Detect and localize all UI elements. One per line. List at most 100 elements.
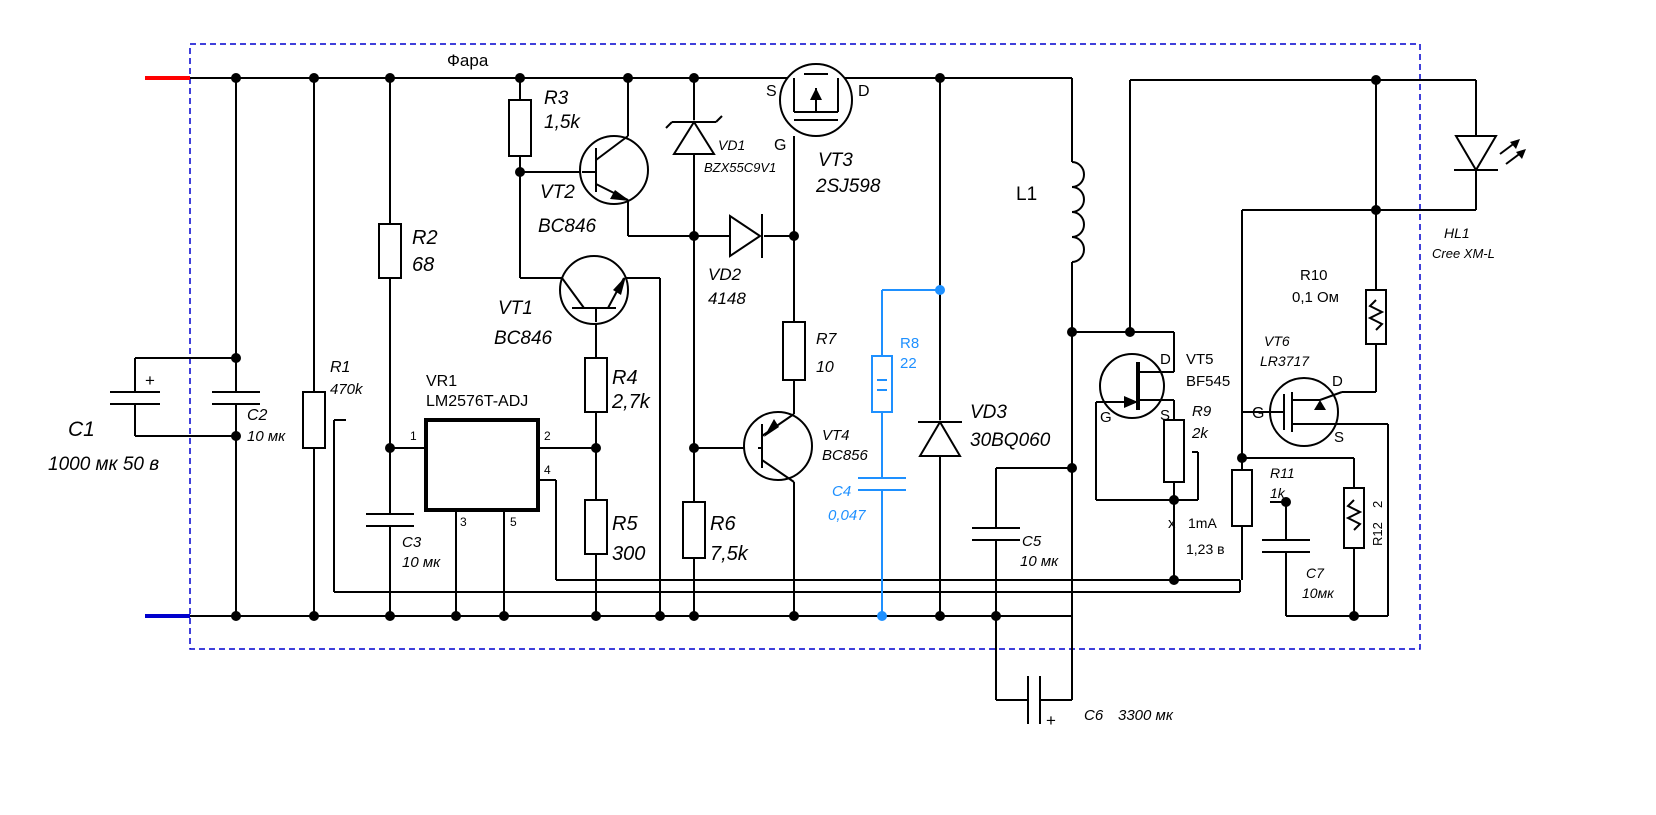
- voltage-annotation: 1,23 в: [1186, 541, 1225, 557]
- vt6-ref: VT6: [1264, 333, 1290, 349]
- test-point-mark: x: [1168, 515, 1176, 532]
- hl1-value: Cree XM-L: [1432, 246, 1495, 261]
- c3-value: 10 мк: [402, 554, 441, 571]
- r6-resistor: [682, 501, 706, 559]
- vt4-transistor: [743, 411, 813, 483]
- r3-value: 1,5k: [544, 112, 581, 133]
- r4-resistor: [584, 357, 608, 413]
- vt5-jfet: [1096, 353, 1174, 419]
- vt2-transistor: [579, 135, 649, 205]
- vt3-pin-d: D: [858, 83, 870, 100]
- c3-ref: C3: [402, 534, 422, 551]
- r12-pin: 2: [1370, 501, 1385, 508]
- vd2-diode: [729, 214, 763, 258]
- r6-ref: R6: [710, 513, 736, 535]
- r4-value: 2,7k: [611, 391, 651, 413]
- vt6-pin-d: D: [1332, 373, 1343, 390]
- r7-resistor: [782, 321, 806, 381]
- vt2-value: BC846: [538, 216, 597, 237]
- vt1-value: BC846: [494, 328, 553, 349]
- c6-value: 3300 мк: [1118, 707, 1174, 724]
- r1-value: 470k: [330, 381, 364, 398]
- c5-value: 10 мк: [1020, 553, 1059, 570]
- vt3-mosfet: [779, 63, 853, 137]
- c6-ref: C6: [1084, 707, 1104, 724]
- vr1-pin-wires: [455, 447, 1174, 616]
- c1-ref: C1: [68, 418, 95, 441]
- c1-capacitor: [110, 357, 236, 437]
- vt3-pin-s: S: [766, 83, 777, 100]
- r2-c3-wires: [366, 78, 426, 616]
- current-annotation: 1mA: [1188, 515, 1217, 531]
- r5-value: 300: [612, 543, 645, 565]
- r8-value: 22: [900, 355, 917, 372]
- r11-resistor: [1231, 469, 1253, 527]
- r8-ref: R8: [900, 335, 919, 352]
- vt5-pin-s: S: [1160, 407, 1170, 424]
- driver-wires: [519, 78, 794, 616]
- r12-resistor: [1343, 487, 1365, 549]
- vt5-ref: VT5: [1186, 351, 1214, 368]
- c2-ref: C2: [247, 407, 268, 424]
- c1-value: 1000 мк 50 в: [48, 454, 159, 475]
- r10-resistor: [1365, 289, 1387, 345]
- vt2-ref: VT2: [540, 182, 575, 203]
- vt4-ref: VT4: [822, 427, 850, 444]
- vr1-ref: VR1: [426, 373, 457, 390]
- l1-inductor: [1071, 161, 1085, 263]
- vd1-zener-diode: [665, 115, 723, 155]
- c6-plus: +: [1046, 711, 1056, 730]
- vr1-pin-5: 5: [510, 515, 517, 529]
- vr1-pin-3: 3: [460, 515, 467, 529]
- r8-resistor: [871, 355, 893, 413]
- vt6-wires: [1174, 210, 1389, 617]
- r3-ref: R3: [544, 88, 569, 109]
- r1-wires: [313, 78, 1240, 616]
- vt1-ref: VT1: [498, 298, 533, 319]
- r5-ref: R5: [612, 513, 638, 535]
- vt6-mosfet: [1268, 377, 1343, 447]
- vt1-transistor: [559, 255, 629, 325]
- r1-ref: R1: [330, 359, 350, 376]
- hl1-ref: HL1: [1444, 225, 1470, 241]
- r11-ref: R11: [1270, 465, 1295, 481]
- r3-resistor: [508, 99, 532, 157]
- vr1-regulator: [424, 418, 540, 512]
- r2-resistor: [378, 223, 402, 279]
- c5-c6-wires: [972, 467, 1072, 724]
- c4-ref: C4: [832, 483, 851, 500]
- vt3-ref: VT3: [818, 150, 853, 171]
- r7-ref: R7: [816, 331, 838, 348]
- vt6-value: LR3717: [1260, 353, 1310, 369]
- vd3-ref: VD3: [970, 402, 1007, 423]
- r12-ref: R12: [1370, 522, 1385, 546]
- c2-value: 10 мк: [247, 428, 286, 445]
- vt3-pin-g: G: [774, 137, 786, 154]
- r9-ref: R9: [1192, 403, 1212, 420]
- snubber-wires: [858, 289, 940, 616]
- vd3-schottky-diode: [918, 420, 962, 457]
- r9-resistor: [1163, 419, 1185, 483]
- r4-ref: R4: [612, 367, 638, 389]
- r1-resistor: [302, 391, 326, 449]
- vr1-pin-1: 1: [410, 429, 417, 443]
- r5-resistor: [584, 499, 608, 555]
- c1-plus: +: [145, 371, 155, 390]
- r12-zigzag: [1345, 499, 1363, 531]
- r9-value: 2k: [1191, 425, 1209, 442]
- vr1-value: LM2576T-ADJ: [426, 393, 528, 410]
- vt5-value: BF545: [1186, 373, 1230, 390]
- junction-dots: [231, 73, 1381, 621]
- headlight-enclosure: [189, 43, 1421, 650]
- r11-value: 1k: [1270, 485, 1286, 501]
- r2-ref: R2: [412, 227, 438, 249]
- r10-wires: [1342, 80, 1377, 393]
- vd1-ref: VD1: [718, 137, 745, 153]
- r10-ref: R10: [1300, 267, 1328, 284]
- vt6-pin-g: G: [1252, 405, 1264, 422]
- l1-ref: L1: [1016, 184, 1037, 205]
- vd2-value: 4148: [708, 289, 746, 308]
- r7-value: 10: [816, 359, 834, 376]
- vt5-pin-g: G: [1100, 409, 1112, 426]
